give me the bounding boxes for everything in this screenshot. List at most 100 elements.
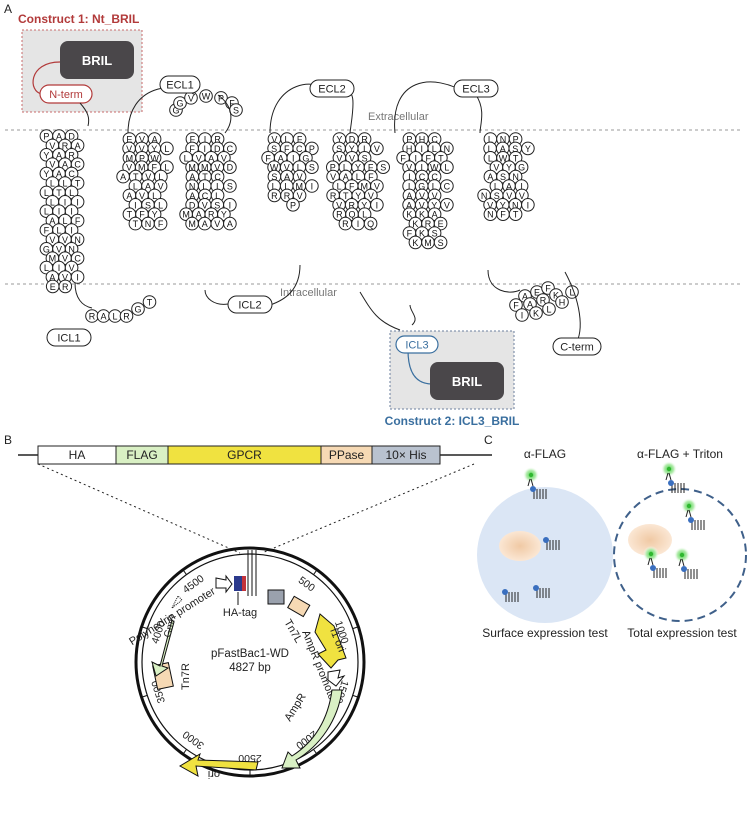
svg-text:A: A (189, 172, 195, 182)
svg-text:L: L (337, 182, 342, 192)
insert-block (234, 576, 242, 591)
tm6-residue: M (421, 235, 435, 250)
bar-segment-label: GPCR (227, 448, 262, 462)
tm2-residue: T (128, 216, 143, 231)
svg-text:I: I (363, 144, 366, 154)
tm7-residue: T (508, 207, 523, 221)
receptor (533, 585, 550, 598)
svg-text:A: A (49, 216, 55, 226)
svg-text:A: A (527, 300, 533, 310)
svg-text:I: I (357, 219, 360, 229)
nterm-connector (79, 102, 90, 127)
svg-text:N: N (74, 235, 81, 245)
svg-text:V: V (158, 182, 164, 192)
svg-text:N: N (500, 135, 507, 145)
svg-text:A: A (196, 210, 202, 220)
svg-text:P: P (290, 200, 296, 210)
svg-text:I: I (58, 207, 61, 217)
bril-domain-1 (60, 41, 134, 79)
svg-text:N: N (68, 244, 75, 254)
svg-text:L: L (432, 182, 437, 192)
tm5-residue: V (370, 141, 384, 156)
svg-text:V: V (297, 172, 303, 182)
svg-text:T: T (513, 210, 519, 220)
svg-text:T: T (133, 172, 139, 182)
svg-text:T: T (343, 191, 349, 201)
svg-text:L: L (133, 182, 138, 192)
svg-text:S: S (512, 144, 518, 154)
scale-tick (141, 626, 148, 630)
svg-text:L: L (488, 135, 493, 145)
svg-text:V: V (126, 144, 132, 154)
svg-text:K: K (419, 210, 425, 220)
tm1-residue: E (45, 279, 60, 294)
svg-text:N: N (487, 210, 494, 220)
svg-text:V: V (336, 153, 342, 163)
svg-text:V: V (196, 153, 202, 163)
svg-text:A: A (56, 169, 62, 179)
svg-text:H: H (559, 298, 566, 308)
icl3-linker (407, 349, 433, 385)
tm2-residue: A (116, 169, 130, 184)
svg-text:N: N (189, 182, 196, 192)
svg-text:M: M (49, 254, 57, 264)
svg-text:V: V (297, 191, 303, 201)
svg-text:A: A (100, 312, 106, 322)
right-condition-title: α-FLAG + Triton (637, 447, 723, 461)
scale-tick (352, 626, 359, 630)
svg-text:L: L (202, 182, 207, 192)
svg-text:K: K (419, 229, 425, 239)
tm5-residue: R (338, 216, 353, 231)
scale-tick (141, 694, 148, 698)
tm6-residue: T (434, 151, 448, 165)
tm5-residue: S (376, 160, 391, 174)
tm4-residue: S (305, 160, 319, 174)
svg-text:L: L (488, 144, 493, 154)
intracellular-label: Intracellular (280, 287, 337, 299)
svg-text:K: K (412, 219, 418, 229)
svg-text:C: C (296, 144, 303, 154)
ampr-promoter-arrow (327, 669, 346, 687)
svg-text:V: V (49, 235, 55, 245)
tm7-residue: F (496, 207, 510, 221)
svg-text:L: L (44, 263, 49, 273)
svg-text:W: W (430, 163, 439, 173)
tm1-residue: R (58, 279, 73, 294)
svg-text:A: A (406, 200, 412, 210)
scale-tick (182, 569, 187, 575)
f1-ori-arrow (314, 613, 347, 669)
svg-text:V: V (139, 191, 145, 201)
svg-text:E: E (534, 288, 540, 298)
svg-text:G: G (172, 106, 179, 116)
svg-text:A: A (278, 153, 284, 163)
tm2-residue: F (153, 216, 168, 231)
svg-text:E: E (50, 282, 56, 292)
plasmid-map: 50010001500200025003000350040004500 pFas… (127, 546, 366, 780)
svg-text:P: P (513, 135, 519, 145)
tm3-residue: A (197, 216, 212, 231)
svg-text:V: V (519, 191, 525, 201)
ecl1-label: ECL1 (166, 80, 194, 92)
svg-text:L: L (362, 210, 367, 220)
svg-text:A: A (56, 132, 62, 142)
svg-text:S: S (494, 191, 500, 201)
svg-text:V: V (444, 200, 450, 210)
tm6-residue: S (427, 226, 442, 240)
icl1-label: ICL1 (57, 333, 80, 345)
svg-text:V: V (56, 244, 62, 254)
svg-text:I: I (520, 182, 523, 192)
svg-text:P: P (218, 93, 224, 103)
svg-text:K: K (553, 291, 559, 301)
extracellular-label: Extracellular (368, 111, 429, 123)
svg-text:L: L (546, 305, 551, 315)
tm3-residue: D (223, 160, 237, 174)
svg-text:S: S (227, 182, 233, 192)
svg-text:F: F (545, 284, 551, 294)
svg-text:I: I (408, 182, 411, 192)
svg-text:D: D (349, 135, 356, 145)
svg-text:F: F (297, 135, 303, 145)
svg-text:F: F (229, 99, 235, 109)
ori-label: ori (208, 768, 220, 780)
svg-text:D: D (68, 132, 75, 142)
nucleus-permeabilized (628, 524, 672, 556)
